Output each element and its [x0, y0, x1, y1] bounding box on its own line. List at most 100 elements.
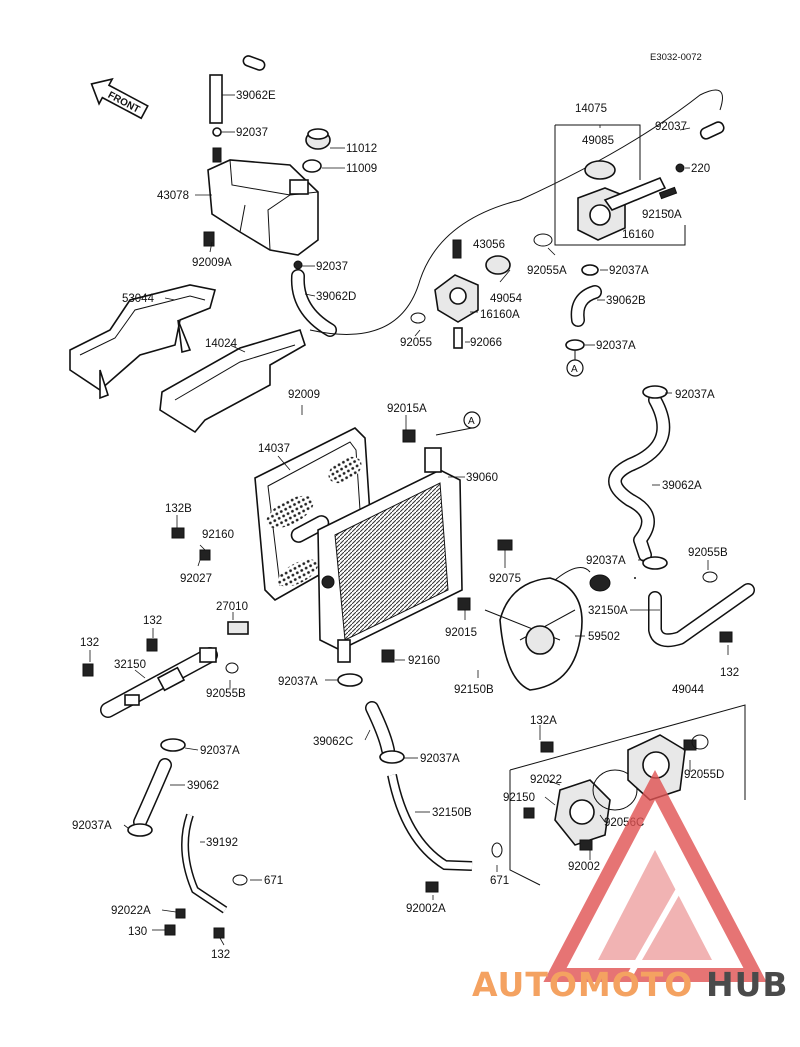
fan-switch [171, 527, 249, 635]
callout-43056: 43056 [473, 239, 505, 251]
bolt-icon-p1 [540, 741, 554, 753]
diagram-ref: E3032-0072 [650, 52, 702, 63]
water-pump-cover [554, 769, 638, 846]
callout-671-b: 671 [490, 875, 509, 887]
clamp-icon-e [160, 738, 186, 752]
callout-labels: 39062E 92037 11012 11009 43078 92009A 92… [72, 90, 739, 961]
callout-132-b: 132 [80, 637, 99, 649]
watermark-logo [543, 769, 767, 982]
callout-43078: 43078 [157, 190, 189, 202]
connector-marker-a-3 [634, 577, 636, 579]
callout-92009A: 92009A [192, 257, 232, 269]
callout-92037A-f: 92037A [200, 745, 240, 757]
callout-92055B-a: 92055B [688, 547, 728, 559]
callout-92037-tank: 92037 [316, 261, 348, 273]
pipe-39192 [181, 813, 228, 914]
bolt-icon-r [719, 631, 733, 643]
callout-59502: 59502 [588, 631, 620, 643]
callout-92015: 92015 [445, 627, 477, 639]
callout-92022: 92022 [530, 774, 562, 786]
oring-icon-c [225, 662, 239, 674]
callout-220: 220 [691, 163, 710, 175]
hose-39062 [133, 758, 172, 829]
callout-132-c: 132 [720, 667, 739, 679]
clamp-icon-d [642, 556, 668, 570]
pipe-32150B [387, 774, 473, 871]
callout-130: 130 [128, 926, 147, 938]
clamp-icon-f [127, 823, 153, 837]
callout-39062D: 39062D [316, 291, 356, 303]
callout-92022A: 92022A [111, 905, 151, 917]
thermostat-cap-icon [584, 160, 616, 180]
hose-39062C [365, 701, 395, 757]
callout-92037-tr: 92037 [655, 121, 687, 133]
callout-27010: 27010 [216, 601, 248, 613]
callout-14024: 14024 [205, 338, 238, 350]
watermark-text-2: HUB [706, 965, 789, 1004]
callout-132A: 132A [530, 715, 557, 727]
oring-icon-d [232, 874, 248, 886]
callout-92066: 92066 [470, 337, 502, 349]
oring-icon-b [702, 571, 718, 583]
callout-39060: 39060 [466, 472, 498, 484]
svg-text:A: A [571, 364, 578, 375]
hose-39062B [570, 285, 602, 327]
bolt-icon-l1 [82, 663, 94, 677]
callout-92055D: 92055D [684, 769, 724, 781]
callout-92160-a: 92160 [202, 529, 234, 541]
bolt-icon-l4 [164, 924, 176, 936]
cooling-fan [484, 567, 611, 691]
thermostat-bracket-lines [554, 124, 686, 246]
callout-14075: 14075 [575, 103, 607, 115]
callout-53044: 53044 [122, 293, 155, 305]
callout-132B: 132B [165, 503, 192, 515]
callout-39192: 39192 [206, 837, 238, 849]
callout-39062C: 39062C [313, 736, 353, 748]
callout-49054: 49054 [490, 293, 523, 305]
reservoir-hose-top [209, 55, 266, 163]
callout-92037A-a: 92037A [609, 265, 649, 277]
callout-92037A-g: 92037A [420, 753, 460, 765]
callout-16160A: 16160A [480, 309, 520, 321]
reservoir-tank [207, 159, 319, 256]
callout-671-a: 671 [264, 875, 283, 887]
clip-icon [293, 260, 303, 270]
callout-92055A: 92055A [527, 265, 567, 277]
clamp-icon-c [642, 385, 668, 399]
callout-11009: 11009 [346, 163, 377, 175]
callout-14037: 14037 [258, 443, 290, 455]
callout-32150A: 32150A [588, 605, 628, 617]
thermostat-housing [577, 176, 667, 241]
water-pump-body [627, 734, 697, 801]
bypass-hose [699, 121, 725, 140]
callout-39062E: 39062E [236, 90, 276, 102]
callout-92015A: 92015A [387, 403, 427, 415]
front-arrow-icon: FRONT [90, 77, 149, 120]
radiator-core [317, 429, 513, 663]
callout-92037A-c: 92037A [675, 389, 715, 401]
callout-92055B-b: 92055B [206, 688, 246, 700]
callout-92002A: 92002A [406, 903, 446, 915]
callout-92037A-e: 92037A [278, 676, 318, 688]
callout-32150B: 32150B [432, 807, 472, 819]
callout-92160-b: 92160 [408, 655, 440, 667]
callout-92037A-d: 92037A [586, 555, 626, 567]
callout-49085: 49085 [582, 135, 614, 147]
callout-49044: 49044 [672, 684, 705, 696]
washer-icon [675, 163, 685, 173]
reservoir-hose-lower [290, 269, 337, 337]
callout-32150: 32150 [114, 659, 146, 671]
callout-132-d: 132 [211, 949, 230, 961]
oring-icon-f [691, 734, 709, 750]
pump-bracket-lines [509, 704, 746, 886]
pipe-32150A [648, 583, 755, 648]
bolt-icon-tr [658, 186, 678, 200]
callout-92150A: 92150A [642, 209, 682, 221]
hose-39062A [608, 393, 671, 562]
bolt-icon-l2 [146, 638, 158, 652]
callout-92037A-b: 92037A [596, 340, 636, 352]
watermark-text-1: AUTOMOTO [472, 965, 693, 1004]
bolt-icon-c [425, 881, 439, 893]
callout-92150: 92150 [503, 792, 535, 804]
